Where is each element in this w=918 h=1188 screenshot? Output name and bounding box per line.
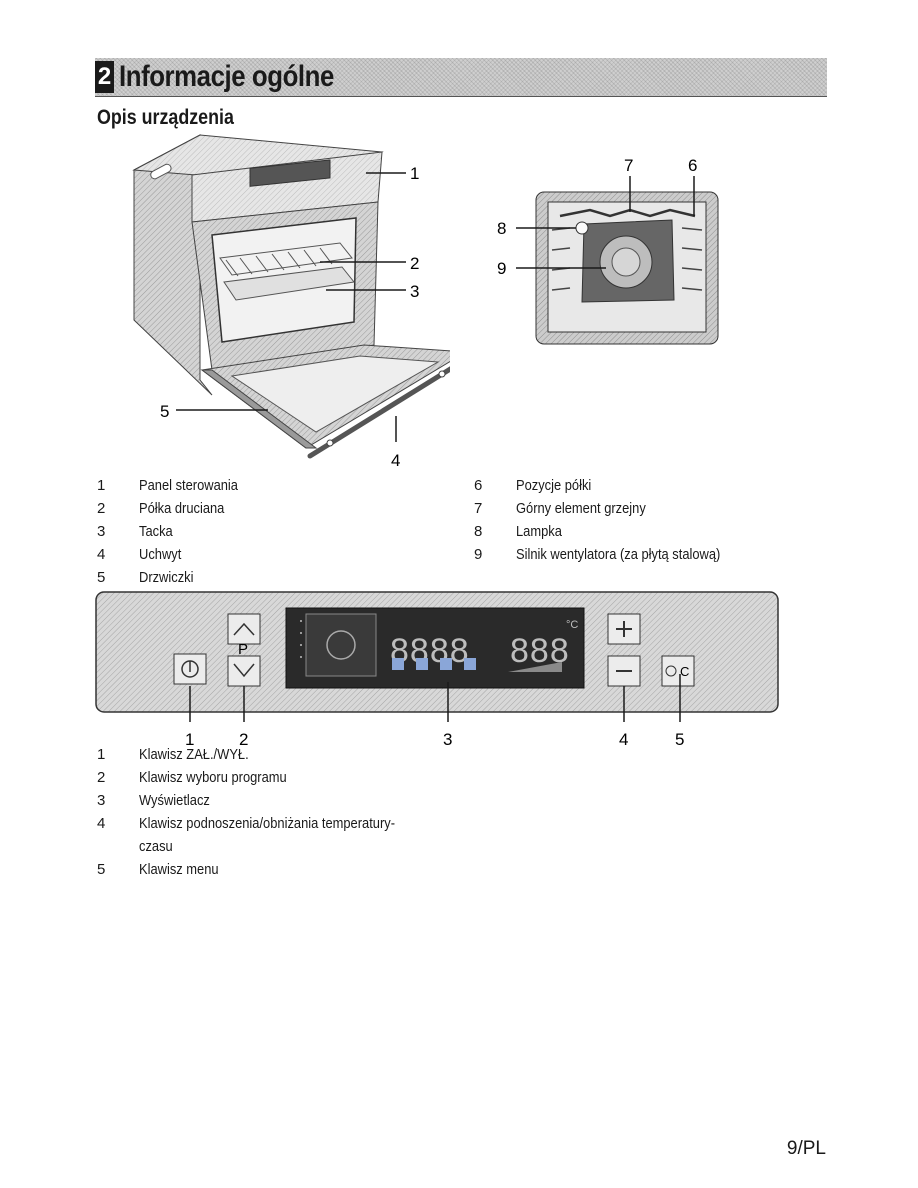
display-unit: °C (566, 619, 578, 631)
panel-callout-4: 4 (619, 730, 628, 749)
on-off-key (173, 653, 207, 685)
display: 8888 888 °C (285, 607, 585, 689)
cavity-callout-6: 6 (688, 156, 697, 175)
door-handle (307, 366, 450, 459)
cavity-illustration: 7 6 8 9 (497, 156, 719, 345)
panel-callout-1: 1 (185, 730, 194, 749)
program-key-label: P (238, 641, 248, 658)
oven-callout-5: 5 (160, 402, 169, 421)
chapter-number-badge: 2 (95, 61, 114, 93)
baking-tray (223, 266, 355, 301)
oven-illustration: 1 2 3 5 4 (132, 134, 450, 470)
menu-key-label: C (680, 664, 689, 679)
oven-callout-4: 4 (391, 451, 400, 470)
program-keys: P (227, 613, 261, 687)
plus-minus-keys (607, 613, 641, 687)
wire-shelf (219, 242, 353, 277)
oven-callout-3: 3 (410, 282, 419, 301)
cavity-callout-7: 7 (624, 156, 633, 175)
panel-callout-3: 3 (443, 730, 452, 749)
panel-callout-2: 2 (239, 730, 248, 749)
control-panel-illustration: P 8888 888 °C C (95, 591, 779, 749)
panel-callout-5: 5 (675, 730, 684, 749)
cavity-callout-8: 8 (497, 219, 506, 238)
chapter-header: 2 Informacje ogólne (95, 58, 827, 97)
menu-key: C (661, 655, 695, 687)
legend-item: czasu (139, 838, 173, 855)
chapter-title: Informacje ogólne (119, 60, 334, 93)
lamp (575, 221, 589, 235)
section-title: Opis urządzenia (97, 106, 234, 129)
page-number: 9/PL (786, 1138, 826, 1159)
cavity-callout-9: 9 (497, 259, 506, 278)
oven-callout-2: 2 (410, 254, 419, 273)
oven-callout-1: 1 (410, 164, 419, 183)
